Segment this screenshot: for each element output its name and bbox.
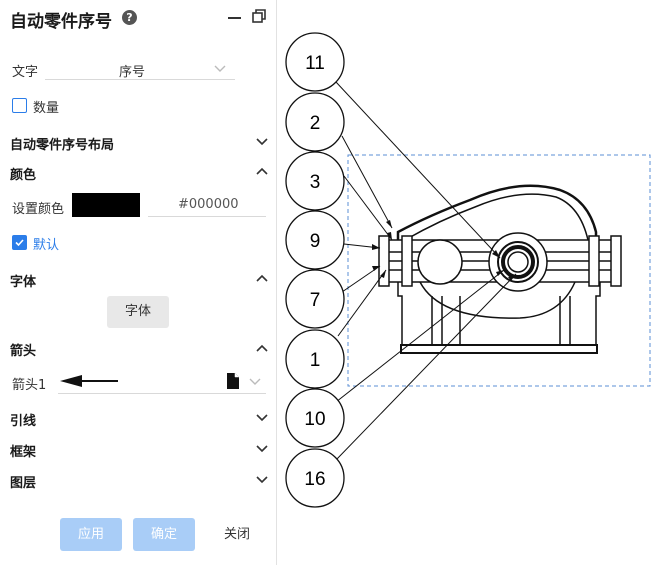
selection-box [347,154,651,387]
text-select-value: 序号 [119,65,146,80]
svg-text:7: 7 [310,290,321,311]
help-icon[interactable]: ? [122,10,137,25]
font-button[interactable]: 字体 [107,296,169,328]
leader-section-header[interactable]: 引线 [10,414,37,429]
chevron-down-icon[interactable] [255,137,269,147]
arrow-preview-icon [60,375,118,387]
check-icon [15,239,24,247]
file-icon [227,373,239,389]
close-button[interactable]: 关闭 [223,527,250,542]
balloon-panel: 自动零件序号 ? 文字 序号 数量 自动零件序号布局 颜色 设置颜色 #0000… [0,0,277,565]
gearbox-part[interactable] [378,184,622,354]
quantity-checkbox[interactable] [12,98,27,113]
drawing-canvas[interactable]: 11 2 3 9 7 1 10 16 [276,0,670,565]
color-section-header[interactable]: 颜色 [10,168,37,183]
svg-text:3: 3 [310,172,321,193]
apply-button[interactable]: 应用 [60,518,122,551]
color-hex-input[interactable]: #000000 [148,193,266,217]
chevron-down-icon [214,65,226,72]
balloon-10[interactable]: 10 [285,388,345,448]
chevron-up-icon[interactable] [255,166,269,176]
balloon-3[interactable]: 3 [285,151,345,211]
svg-text:1: 1 [310,350,321,371]
set-color-label: 设置颜色 [12,202,65,217]
default-label: 默认 [33,238,60,253]
svg-text:10: 10 [304,409,325,430]
balloon-2[interactable]: 2 [285,92,345,152]
arrow-label: 箭头1 [12,378,47,393]
arrow-style-select[interactable] [58,368,266,394]
arrow-section-header[interactable]: 箭头 [10,344,37,359]
chevron-down-icon[interactable] [255,444,269,454]
svg-text:11: 11 [305,53,325,74]
minimize-icon[interactable] [228,17,241,19]
chevron-down-icon[interactable] [255,475,269,485]
chevron-down-icon [249,378,261,385]
balloon-7[interactable]: 7 [285,269,345,329]
quantity-label: 数量 [33,101,60,116]
svg-text:2: 2 [310,113,321,134]
svg-text:16: 16 [304,469,325,490]
frame-section-header[interactable]: 框架 [10,445,37,460]
font-section-header[interactable]: 字体 [10,275,37,290]
chevron-up-icon[interactable] [255,273,269,283]
layout-section-header[interactable]: 自动零件序号布局 [10,138,115,153]
ok-button[interactable]: 确定 [133,518,195,551]
layer-section-header[interactable]: 图层 [10,476,37,491]
text-select[interactable]: 序号 [45,57,235,80]
balloon-1[interactable]: 1 [285,329,345,389]
chevron-down-icon[interactable] [255,413,269,423]
balloon-11[interactable]: 11 [285,32,345,92]
color-swatch[interactable] [72,193,140,217]
chevron-up-icon[interactable] [255,343,269,353]
panel-title: 自动零件序号 [10,12,112,32]
leader-arrowheads [372,220,516,281]
svg-text:9: 9 [310,231,321,252]
balloon-16[interactable]: 16 [285,448,345,508]
default-checkbox[interactable] [12,235,27,250]
text-label: 文字 [12,65,39,80]
restore-icon[interactable] [251,8,267,24]
color-hex-value: #000000 [178,197,239,212]
balloon-9[interactable]: 9 [285,210,345,270]
